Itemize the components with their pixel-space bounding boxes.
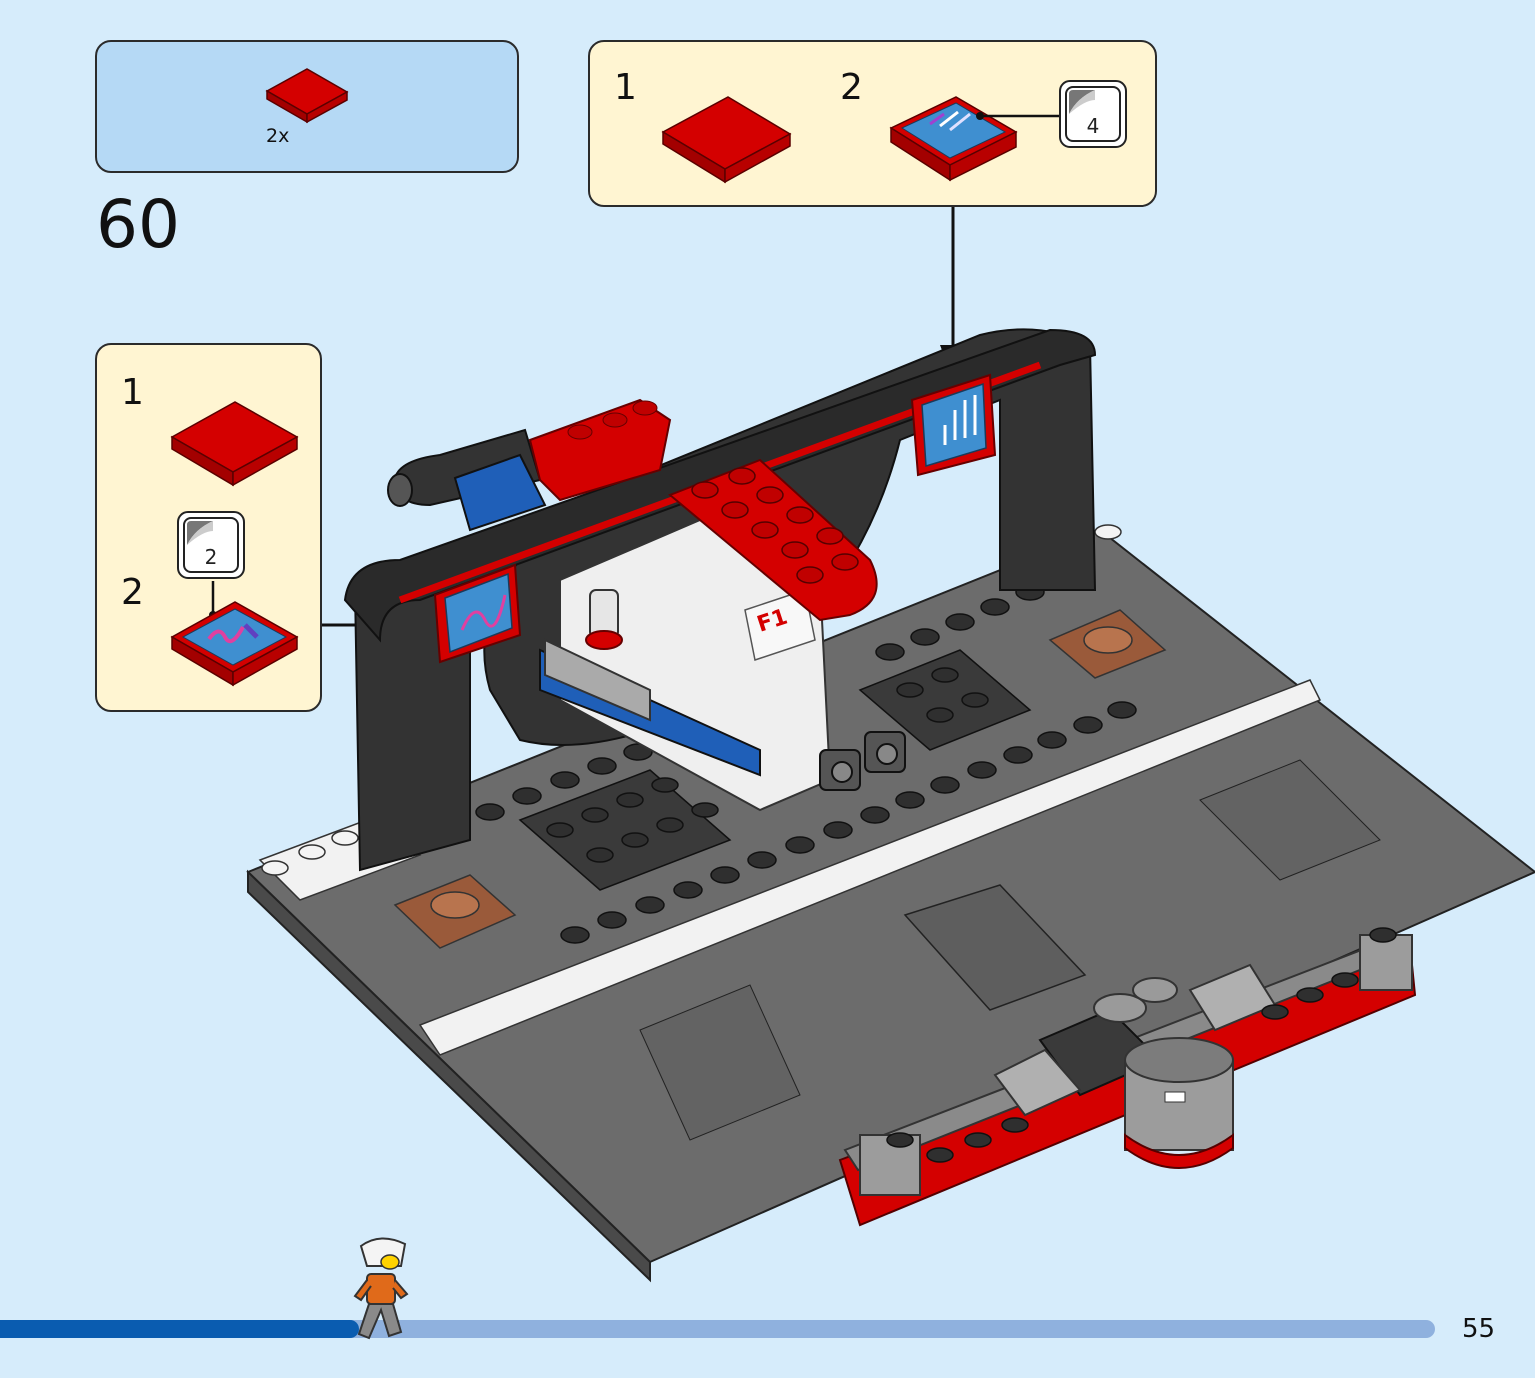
submodel-callout-top: 1 2 4: [588, 40, 1157, 207]
substep-label: 2: [121, 572, 144, 613]
red-tile-2x2-icon: [170, 401, 299, 487]
substep-label: 1: [121, 372, 144, 413]
substep-label: 2: [840, 67, 863, 108]
red-plate-top: [668, 458, 878, 622]
sticker-peel-icon: [1069, 90, 1095, 114]
sticker-reference: 4: [1059, 80, 1127, 148]
step-number: 60: [96, 186, 180, 263]
stud-plate: [518, 649, 1032, 891]
sticker-tile-icon: [889, 96, 1018, 182]
substep-label: 1: [614, 67, 637, 108]
sticker-reference: 2: [177, 511, 245, 579]
parts-list-callout: [95, 40, 519, 173]
red-tile-2x2-icon: [265, 68, 349, 124]
build-step-illustration: F1: [246, 207, 1535, 1283]
red-tile-2x2-icon: [661, 96, 792, 184]
tool-station: F1: [539, 518, 832, 812]
screen-tile: [433, 563, 522, 664]
front-lift: [838, 927, 1417, 1227]
submodel-callout-left: 1 2 2: [95, 343, 322, 712]
red-bricks: [528, 398, 672, 502]
sticker-tile-icon: [170, 601, 299, 687]
pneumatic-hose: [387, 428, 547, 532]
minifigure-progress-icon: [353, 1237, 409, 1340]
baseplate: [246, 528, 1535, 1283]
sticker-number: 4: [1086, 114, 1100, 138]
socket-tools: [819, 731, 906, 791]
screen-tile: [910, 373, 997, 477]
sticker-number: 2: [204, 545, 218, 569]
sticker-peel-icon: [187, 521, 213, 545]
page-number: 55: [1462, 1314, 1496, 1344]
progress-fill: [0, 1320, 359, 1338]
sticker-leader-line: [976, 112, 1060, 120]
part-quantity: 2x: [266, 125, 290, 147]
